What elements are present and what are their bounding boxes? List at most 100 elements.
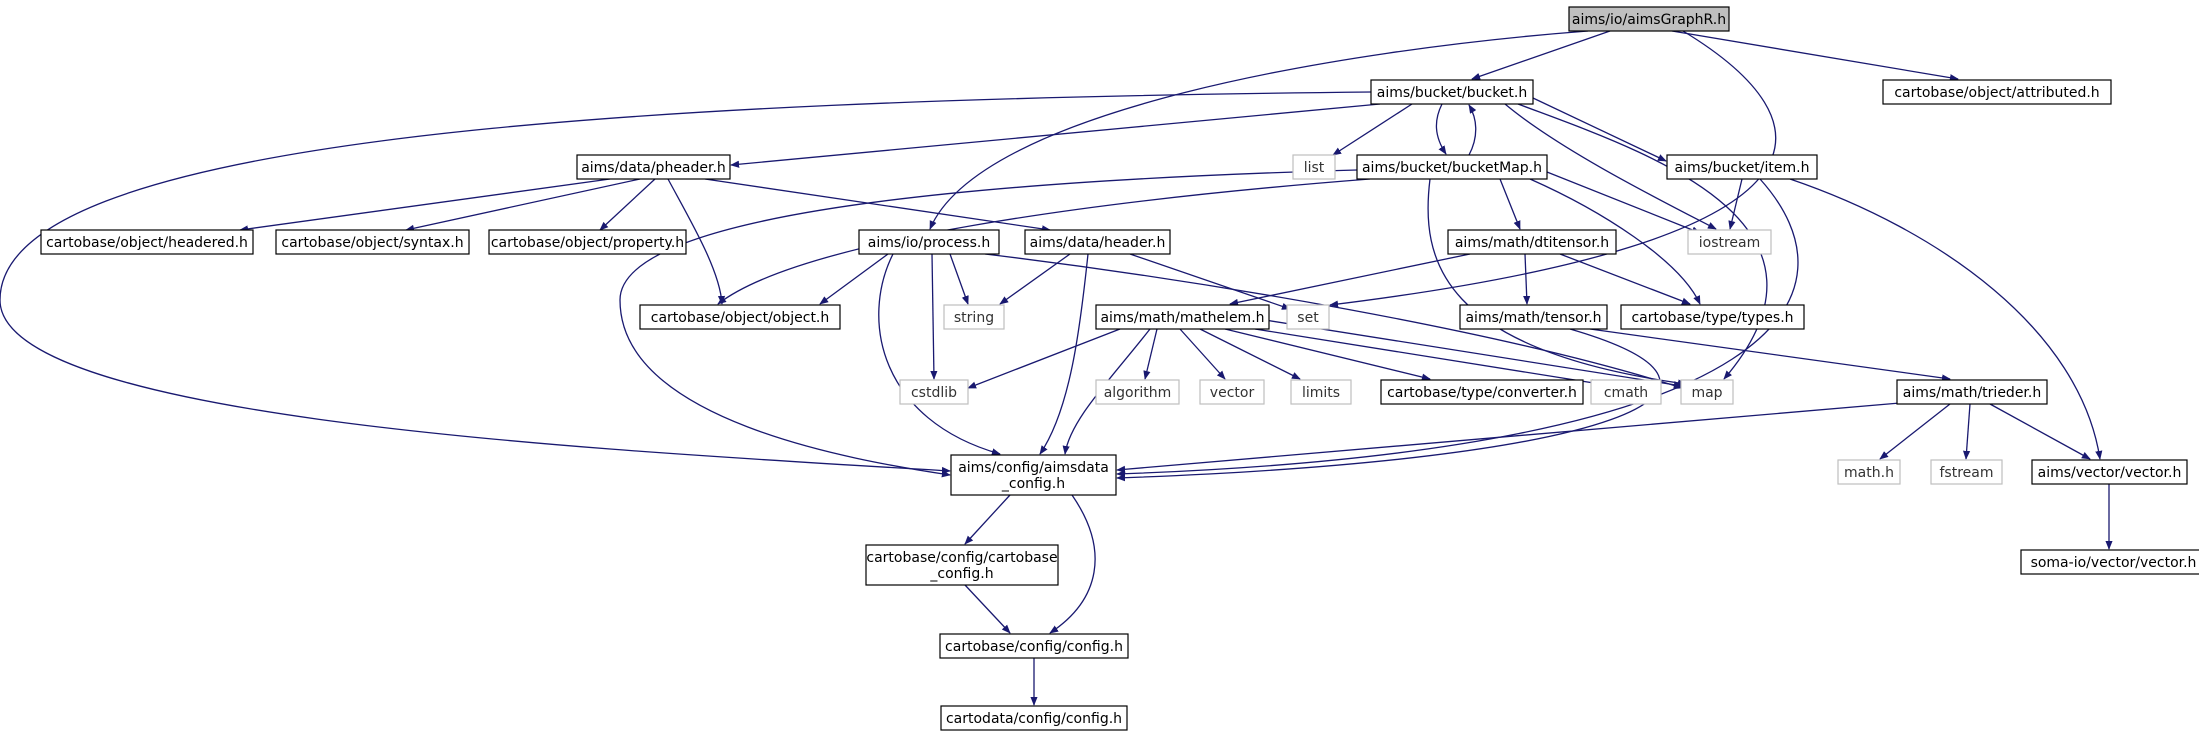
node-headered[interactable]: cartobase/object/headered.h xyxy=(40,229,254,255)
node-label: cartobase/config/cartobase xyxy=(866,550,1057,566)
edge-bucketMap-to-map xyxy=(1427,178,1687,387)
node-bucket[interactable]: aims/bucket/bucket.h xyxy=(1370,79,1534,105)
node-cmath: cmath xyxy=(1590,379,1662,405)
node-object[interactable]: cartobase/object/object.h xyxy=(639,304,841,330)
edge-bucket-to-list xyxy=(1332,103,1413,156)
node-label: soma-io/vector/vector.h xyxy=(2031,555,2197,571)
edge-trieder-to-fstream xyxy=(1962,403,1971,460)
node-box xyxy=(1292,154,1336,180)
edge-bucket-to-bucketMap xyxy=(1435,103,1447,155)
node-label: cmath xyxy=(1604,385,1648,401)
edge-mathelem-to-limits xyxy=(1199,328,1301,380)
node-converter[interactable]: cartobase/type/converter.h xyxy=(1380,379,1584,405)
edges xyxy=(0,30,2113,706)
node-label: aims/math/trieder.h xyxy=(1903,385,2041,401)
node-box xyxy=(1680,379,1734,405)
node-box xyxy=(1882,79,2112,105)
edge-item-to-iostream xyxy=(1728,178,1743,230)
node-label: cartobase/object/object.h xyxy=(651,310,830,326)
node-box xyxy=(1620,304,1805,330)
node-box xyxy=(939,633,1129,659)
node-box xyxy=(1024,229,1171,255)
edge-bucket-to-iostream xyxy=(1504,103,1717,230)
edge-pheader-to-headered xyxy=(239,178,611,233)
node-tensor[interactable]: aims/math/tensor.h xyxy=(1459,304,1608,330)
node-root[interactable]: aims/io/aimsGraphR.h xyxy=(1568,6,1730,32)
node-label: cartobase/object/syntax.h xyxy=(281,235,463,251)
edge-mathelem-to-aimsdata_config xyxy=(1062,328,1151,455)
node-soma-vector[interactable]: soma-io/vector/vector.h xyxy=(2020,549,2199,575)
node-box xyxy=(1687,229,1772,255)
node-config[interactable]: cartobase/config/config.h xyxy=(939,633,1129,659)
node-item[interactable]: aims/bucket/item.h xyxy=(1666,154,1818,180)
node-label: cartobase/object/property.h xyxy=(491,235,684,251)
node-label: aims/math/mathelem.h xyxy=(1100,310,1264,326)
edge-mathelem-to-map xyxy=(1264,319,1683,389)
node-bucketMap[interactable]: aims/bucket/bucketMap.h xyxy=(1356,154,1548,180)
node-label: aims/math/dtitensor.h xyxy=(1455,235,1609,251)
node-box xyxy=(275,229,470,255)
edge-tensor-to-trieder xyxy=(1589,328,1951,382)
node-syntax[interactable]: cartobase/object/syntax.h xyxy=(275,229,470,255)
edge-pheader-to-syntax xyxy=(405,178,641,232)
edge-process-to-aimsdata_config xyxy=(878,253,1001,456)
node-box xyxy=(1380,379,1584,405)
node-trieder[interactable]: aims/math/trieder.h xyxy=(1896,379,2048,405)
node-set: set xyxy=(1286,304,1330,330)
node-box xyxy=(1459,304,1608,330)
edge-dtitensor-to-mathelem xyxy=(1229,253,1471,306)
node-box xyxy=(1095,304,1270,330)
edge-bucketMap-to-bucket xyxy=(1468,104,1477,156)
edge-process-to-string xyxy=(949,253,969,305)
node-vector: vector xyxy=(1199,379,1265,405)
node-box xyxy=(2020,549,2199,575)
node-pheader[interactable]: aims/data/pheader.h xyxy=(576,154,731,180)
node-box xyxy=(639,304,841,330)
node-box xyxy=(576,154,731,180)
edge-mathelem-to-cstdlib xyxy=(967,328,1121,389)
edge-process-to-object xyxy=(819,253,889,305)
node-label: aims/io/aimsGraphR.h xyxy=(1572,12,1726,28)
edge-bucketMap-to-dtitensor xyxy=(1499,178,1521,230)
node-aims-vector[interactable]: aims/vector/vector.h xyxy=(2031,459,2188,485)
node-algorithm: algorithm xyxy=(1095,379,1180,405)
node-box xyxy=(1447,229,1617,255)
node-cartodata-config[interactable]: cartodata/config/config.h xyxy=(940,705,1128,731)
edge-header-to-string xyxy=(999,253,1071,305)
edge-header-to-set xyxy=(1129,253,1291,310)
node-process[interactable]: aims/io/process.h xyxy=(858,229,1000,255)
node-box xyxy=(1896,379,2048,405)
node-property[interactable]: cartobase/object/property.h xyxy=(488,229,687,255)
node-types[interactable]: cartobase/type/types.h xyxy=(1620,304,1805,330)
nodes: aims/io/aimsGraphR.h aims/bucket/bucket.h… xyxy=(40,6,2199,731)
node-box xyxy=(1286,304,1330,330)
node-label: aims/data/header.h xyxy=(1030,235,1166,251)
node-box xyxy=(940,705,1128,731)
edge-cartobase_config-to-config xyxy=(964,584,1011,634)
node-label: iostream xyxy=(1699,235,1761,251)
edge-mathelem-to-converter xyxy=(1224,328,1431,381)
edge-aimsdata_config-to-cartobase_config xyxy=(964,494,1011,545)
node-cstdlib: cstdlib xyxy=(899,379,969,405)
edge-trieder-to-aims_vector xyxy=(1989,403,2091,460)
node-mathelem[interactable]: aims/math/mathelem.h xyxy=(1095,304,1270,330)
edge-pheader-to-object xyxy=(667,178,726,305)
edge-bucket-to-item xyxy=(1532,97,1667,162)
node-list: list xyxy=(1292,154,1336,180)
node-header[interactable]: aims/data/header.h xyxy=(1024,229,1171,255)
edge-bucketMap-to-aimsdata_config xyxy=(619,169,1358,478)
node-dtitensor[interactable]: aims/math/dtitensor.h xyxy=(1447,229,1617,255)
node-fstream: fstream xyxy=(1930,459,2003,485)
node-aimsdata-config[interactable]: aims/config/aimsdata_config.h xyxy=(950,454,1117,496)
node-attributed[interactable]: cartobase/object/attributed.h xyxy=(1882,79,2112,105)
node-label: cartobase/type/types.h xyxy=(1631,310,1793,326)
node-label: aims/config/aimsdata xyxy=(958,460,1109,476)
node-label: algorithm xyxy=(1104,385,1172,401)
node-box xyxy=(1095,379,1180,405)
node-cartobase-config[interactable]: cartobase/config/cartobase_config.h xyxy=(865,544,1059,586)
node-iostream: iostream xyxy=(1687,229,1772,255)
node-box xyxy=(40,229,254,255)
edge-trieder-to-math_h xyxy=(1879,403,1951,460)
edge-mathelem-to-vector xyxy=(1179,328,1226,380)
